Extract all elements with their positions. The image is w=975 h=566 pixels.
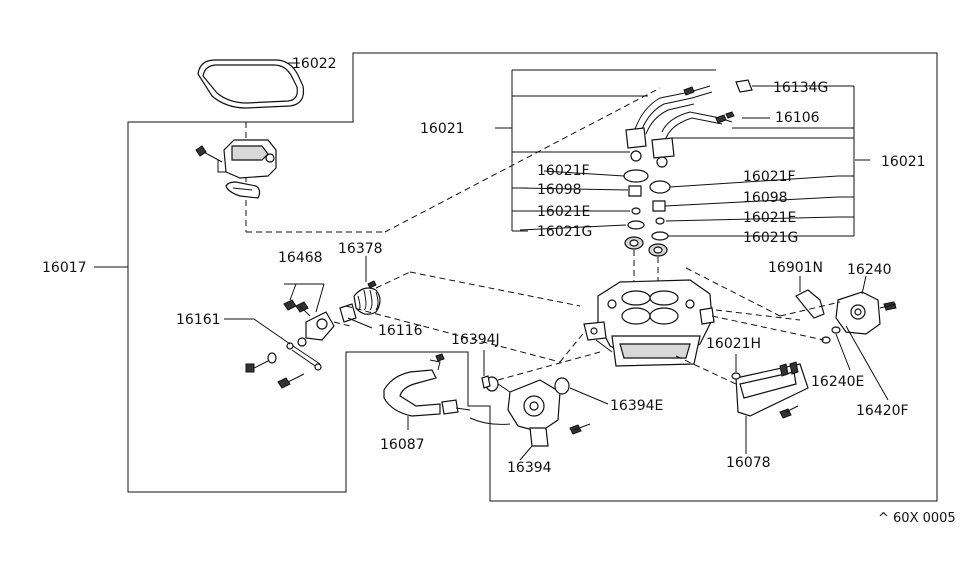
label-16021-left: 16021 (420, 121, 465, 137)
gasket-16022 (197, 59, 305, 109)
label-16098-right: 16098 (743, 190, 788, 206)
label-16021f-right: 16021F (743, 169, 796, 185)
label-16021f-left: 16021F (537, 163, 590, 179)
seal-stack-left (623, 169, 649, 250)
label-16378: 16378 (338, 241, 383, 257)
label-16420f: 16420F (856, 403, 909, 419)
label-16240e: 16240E (811, 374, 864, 390)
label-16017: 16017 (42, 260, 87, 276)
cover-assembly (195, 139, 277, 199)
label-16240: 16240 (847, 262, 892, 278)
label-16116: 16116 (378, 323, 423, 339)
seal-stack-right (648, 180, 671, 257)
link-rod-16161 (245, 337, 322, 389)
hose-16087 (383, 353, 471, 417)
label-16394j: 16394J (451, 332, 500, 348)
label-16134g: 16134G (773, 80, 828, 96)
label-16394: 16394 (507, 460, 552, 476)
label-16161: 16161 (176, 312, 221, 328)
reference-code: ^ 60X 0005 (878, 511, 956, 526)
label-16468: 16468 (278, 250, 323, 266)
tps-16240 (795, 289, 897, 344)
label-16021g-left: 16021G (537, 224, 592, 240)
injector-harness (625, 79, 753, 168)
label-16394e: 16394E (610, 398, 663, 414)
label-16021e-left: 16021E (537, 204, 590, 220)
air-valve-16394 (469, 375, 591, 447)
label-16098-left: 16098 (537, 182, 582, 198)
label-16022: 16022 (292, 56, 337, 72)
label-16106: 16106 (775, 110, 820, 126)
idle-sensor (283, 256, 381, 341)
label-16021h: 16021H (706, 336, 761, 352)
label-16078: 16078 (726, 455, 771, 471)
label-16021g-right: 16021G (743, 230, 798, 246)
label-16021-right: 16021 (881, 154, 926, 170)
label-16021e-right: 16021E (743, 210, 796, 226)
assembly-frame (127, 52, 938, 502)
label-16901n: 16901N (768, 260, 823, 276)
throttle-body (583, 279, 715, 367)
bracket-16078 (731, 361, 809, 419)
label-16087: 16087 (380, 437, 425, 453)
